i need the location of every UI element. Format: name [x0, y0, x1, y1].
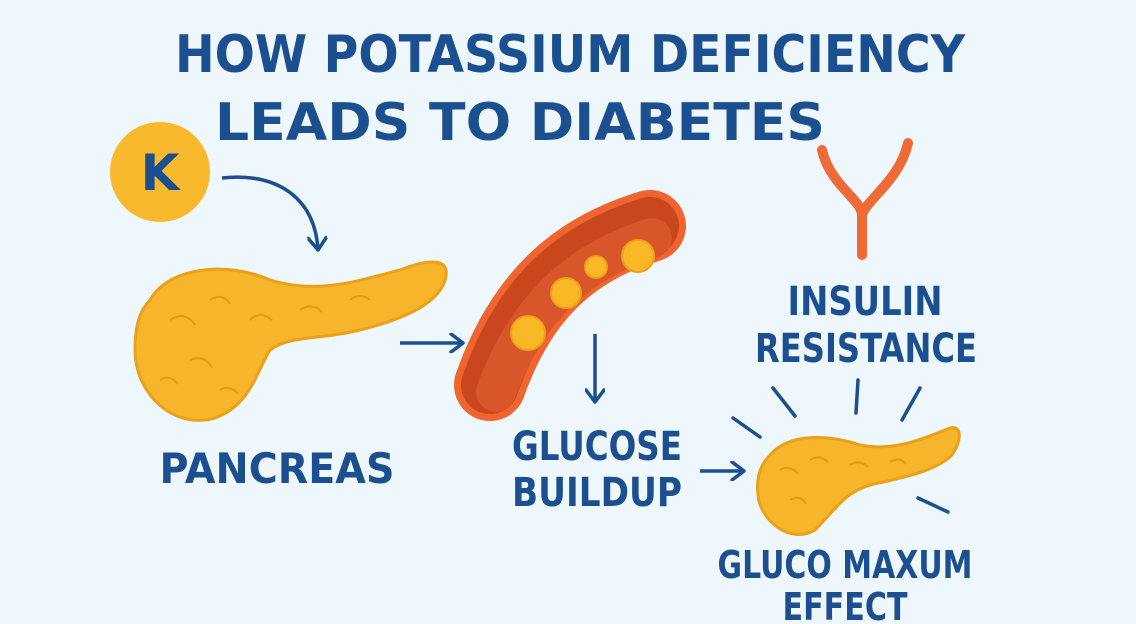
- potassium-symbol: K: [141, 144, 182, 202]
- glucose-label-line-1: GLUCOSE: [512, 424, 682, 470]
- arrow-k-to-pancreas: [221, 175, 318, 250]
- insulin-label-line-2: RESISTANCE: [755, 326, 977, 372]
- title-line-2: LEADS TO DIABETES: [215, 93, 825, 153]
- effect-rays: [731, 378, 950, 514]
- small-pancreas-illustration: [756, 426, 961, 537]
- effect-label-line-2: EFFECT: [783, 585, 908, 624]
- effect-label-line-1: GLUCO MAXUM: [718, 543, 973, 587]
- pancreas-label: PANCREAS: [160, 444, 395, 493]
- pancreas-illustration: [133, 260, 448, 422]
- potassium-badge: K: [110, 122, 210, 222]
- insulin-label-line-1: INSULIN: [788, 279, 943, 325]
- glucose-label-line-2: BUILDUP: [512, 470, 682, 516]
- insulin-receptor-icon: [817, 138, 913, 260]
- blood-vessel-illustration: [454, 190, 686, 421]
- title-line-1: HOW POTASSIUM DEFICIENCY: [175, 25, 966, 85]
